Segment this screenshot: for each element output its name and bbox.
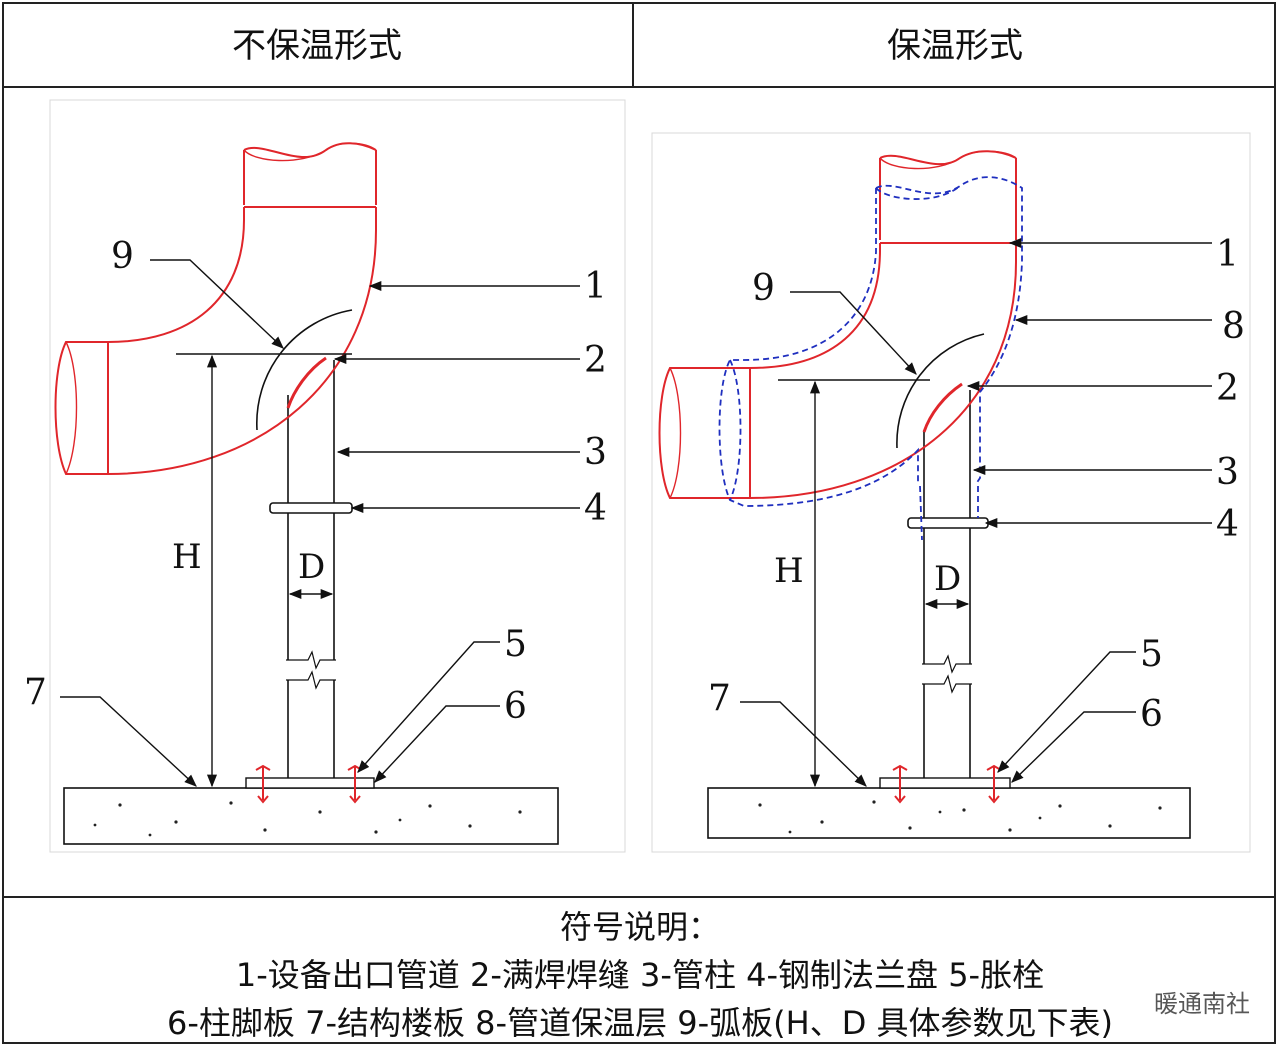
legend-line-2: 6-柱脚板 7-结构楼板 8-管道保温层 9-弧板(H、D 具体参数见下表) [167,1004,1113,1042]
arc-plate [256,309,353,431]
callout-7: 7 [708,678,731,719]
column-divider [632,2,634,88]
legend-divider [2,896,1276,898]
dim-d-label: D [934,559,961,599]
callout-3: 3 [584,432,607,473]
left-diagram [49,99,626,853]
callout-3: 3 [1216,452,1239,493]
anchor-bolts [255,764,363,804]
base-plate [879,777,1011,789]
arc-plate [896,333,985,449]
dim-h-label: H [774,551,804,591]
floor-slab [707,787,1191,839]
header-left: 不保温形式 [232,26,402,66]
slab-texture [758,800,1162,834]
legend-line-1: 1-设备出口管道 2-满焊焊缝 3-管柱 4-钢制法兰盘 5-胀栓 [235,956,1045,994]
callout-9: 9 [111,236,134,277]
callout-4: 4 [1216,504,1239,545]
callout-1: 1 [584,266,607,307]
dimension-h [778,379,930,788]
right-diagram [651,132,1251,853]
watermark: 暖通南社 [1154,990,1250,1018]
callout-5: 5 [504,624,527,665]
callout-5: 5 [1140,634,1163,675]
floor-slab [63,787,559,845]
header-right: 保温形式 [887,26,1023,66]
base-plate [245,777,375,789]
elbow-pipe [54,142,377,475]
elbow-pipe [658,150,1017,499]
callout-4: 4 [584,488,607,529]
dimension-h [176,353,352,788]
callout-8: 8 [1222,306,1245,347]
callout-7: 7 [24,672,47,713]
callout-9: 9 [752,268,775,309]
leader-lines-left [60,259,580,787]
callout-2: 2 [584,340,607,381]
steel-flange [269,502,353,514]
header-divider [2,86,1276,88]
callout-6: 6 [1140,694,1163,735]
leader-lines-right [740,237,1212,787]
steel-flange [907,517,989,529]
callout-2: 2 [1216,368,1239,409]
dim-d-label: D [298,547,325,587]
callout-1: 1 [1216,234,1239,275]
insulation-layer [718,176,1023,541]
legend-title: 符号说明： [559,908,720,946]
dim-h-label: H [172,537,202,577]
callout-6: 6 [504,686,527,727]
slab-texture [93,801,522,837]
